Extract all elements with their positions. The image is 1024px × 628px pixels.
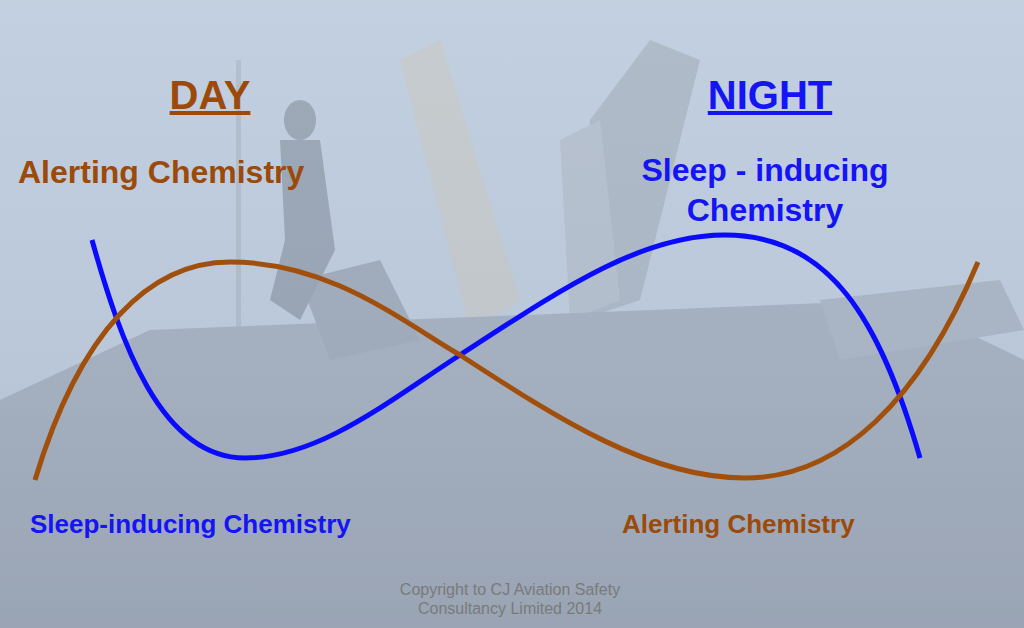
aircraft-silhouette bbox=[0, 40, 1024, 628]
sleep-curve bbox=[92, 235, 920, 458]
alerting-label: Alerting Chemistry bbox=[622, 508, 1012, 541]
copyright-watermark: Copyright to CJ Aviation Safety Consulta… bbox=[375, 580, 645, 618]
day-heading: DAY bbox=[130, 70, 290, 120]
alerting-label: Alerting Chemistry bbox=[18, 152, 438, 192]
alerting-curve bbox=[35, 262, 978, 480]
sleep-label: Sleep - inducing Chemistry bbox=[590, 150, 940, 230]
night-heading: NIGHT bbox=[640, 70, 900, 120]
sleep-label: Sleep-inducing Chemistry bbox=[30, 508, 500, 541]
